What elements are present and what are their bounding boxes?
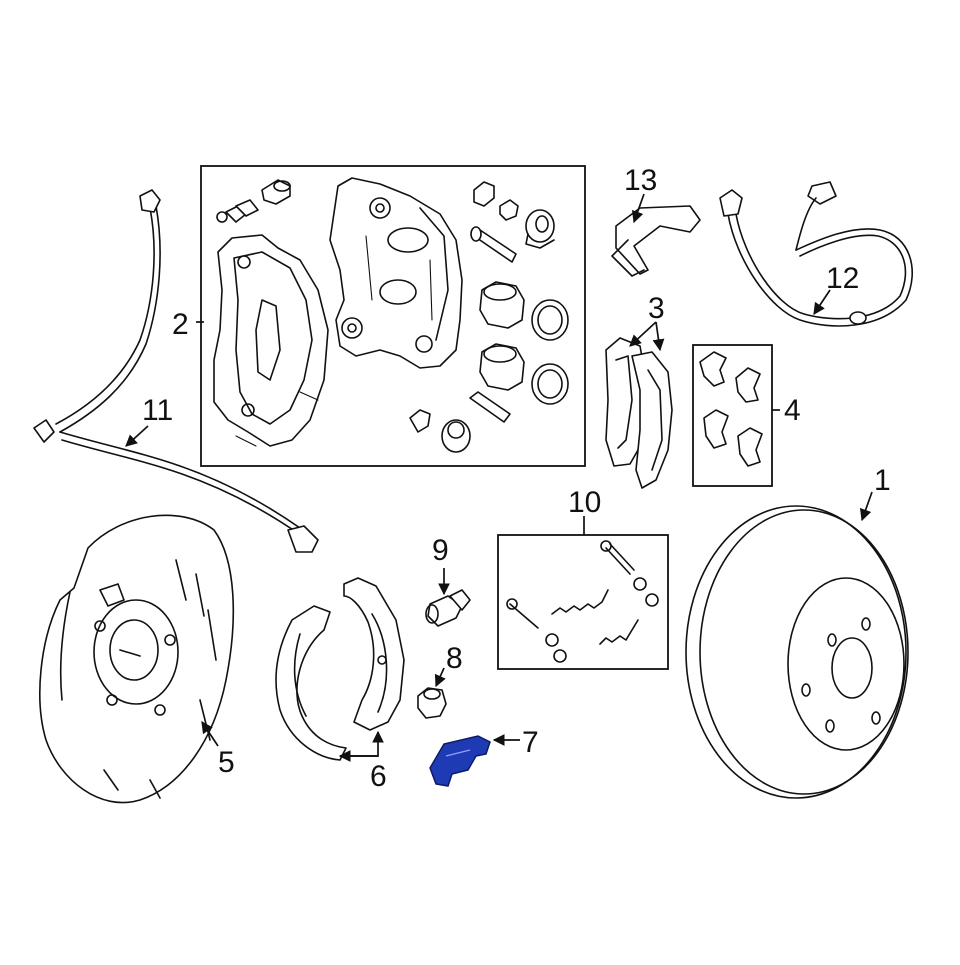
adjuster-nut[interactable] xyxy=(417,687,447,719)
callout-12: 12 xyxy=(826,262,859,295)
caliper-assembly-group[interactable] xyxy=(200,165,586,467)
pad-hardware-kit[interactable] xyxy=(692,344,773,487)
caliper-housing xyxy=(329,177,463,369)
bleeder-screw xyxy=(216,199,259,223)
leader-lines xyxy=(125,193,873,762)
brake-hose-bracket-clip[interactable] xyxy=(611,205,701,277)
brake-rotor[interactable] xyxy=(685,505,909,799)
spring-hardware-kit[interactable] xyxy=(497,534,669,670)
adjuster-assembly[interactable] xyxy=(425,589,471,627)
callout-1: 1 xyxy=(874,464,891,497)
caliper-bolt-cap xyxy=(473,181,519,221)
spring-kit-box xyxy=(497,534,669,670)
guide-pin-lower xyxy=(409,391,511,453)
parking-brake-shoes[interactable] xyxy=(275,577,405,761)
caliper-group-box xyxy=(200,165,586,467)
callout-10: 10 xyxy=(568,486,601,519)
piston-lower xyxy=(479,343,525,391)
parking-brake-lever-highlighted[interactable] xyxy=(429,735,491,787)
callout-6: 6 xyxy=(370,760,387,793)
dust-shield[interactable] xyxy=(39,514,235,804)
caliper-bracket xyxy=(213,234,329,447)
callout-3: 3 xyxy=(648,292,665,325)
bleeder-cap xyxy=(261,179,291,205)
brake-wear-sensor[interactable] xyxy=(719,181,914,327)
piston-seal-upper xyxy=(531,299,569,341)
callout-11: 11 xyxy=(142,394,173,427)
brake-pads[interactable] xyxy=(605,337,673,489)
callout-5: 5 xyxy=(218,746,235,779)
callout-13: 13 xyxy=(624,164,657,197)
piston-seal-lower xyxy=(531,363,569,405)
hardware-kit-box xyxy=(692,344,773,487)
callout-2: 2 xyxy=(172,308,189,341)
callout-4: 4 xyxy=(784,394,801,427)
piston-upper xyxy=(479,281,525,329)
callout-9: 9 xyxy=(432,534,449,567)
callout-8: 8 xyxy=(446,642,463,675)
callout-labels: 1 2 3 4 5 6 7 8 9 10 11 12 13 xyxy=(142,164,891,793)
dust-boot xyxy=(525,209,555,249)
brake-hose[interactable] xyxy=(33,189,319,553)
callout-7: 7 xyxy=(522,726,539,759)
guide-pin-upper xyxy=(470,226,517,263)
